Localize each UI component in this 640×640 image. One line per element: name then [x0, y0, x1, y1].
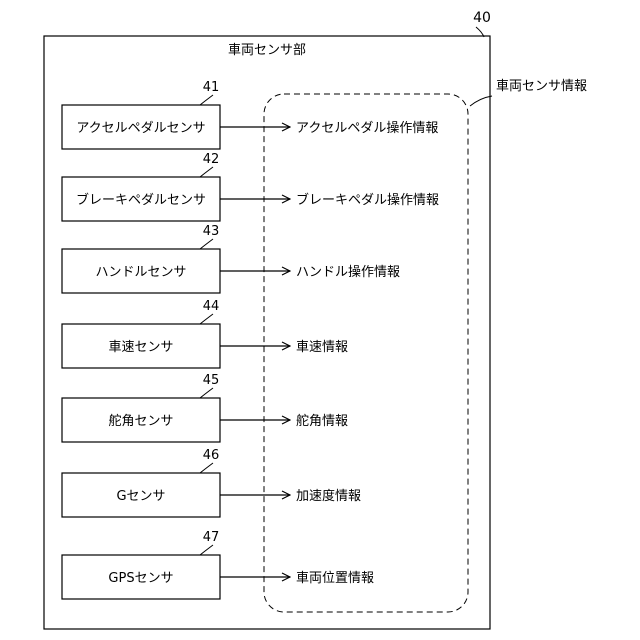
sensor-rows: アクセルペダルセンサ41アクセルペダル操作情報ブレーキペダルセンサ42ブレーキペ… [62, 80, 439, 599]
sensor-ref-leader-43 [200, 239, 213, 249]
sensor-ref-number-45: 45 [203, 373, 220, 388]
sensor-info-label-42: ブレーキペダル操作情報 [296, 192, 439, 208]
sensor-label-43: ハンドルセンサ [95, 265, 186, 280]
sensor-ref-number-44: 44 [203, 299, 220, 314]
sensor-ref-leader-44 [200, 314, 213, 324]
sensor-ref-leader-42 [200, 167, 213, 177]
sensor-row-46: Gセンサ 46 加速度情報 [62, 448, 361, 517]
sensor-label-44: 車速センサ [108, 340, 173, 355]
sensor-info-group-label: 車両センサ情報 [496, 79, 587, 94]
sensor-ref-number-43: 43 [203, 224, 220, 239]
sensor-ref-leader-45 [200, 388, 213, 398]
sensor-info-label-46: 加速度情報 [296, 488, 361, 504]
sensor-info-label-47: 車両位置情報 [296, 571, 374, 586]
sensor-ref-leader-46 [200, 463, 213, 473]
sensor-info-label-45: 舵角情報 [296, 414, 348, 429]
sensor-label-46: Gセンサ [116, 489, 165, 504]
sensor-info-label-44: 車速情報 [296, 340, 348, 355]
sensor-row-44: 車速センサ 44 車速情報 [62, 299, 348, 368]
sensor-row-41: アクセルペダルセンサ 41 アクセルペダル操作情報 [62, 80, 438, 149]
sensor-ref-number-41: 41 [203, 80, 220, 95]
sensor-info-label-41: アクセルペダル操作情報 [296, 120, 438, 136]
sensor-ref-leader-41 [200, 95, 213, 105]
sensor-row-43: ハンドルセンサ 43 ハンドル操作情報 [62, 224, 400, 293]
unit-ref-number: 40 [473, 10, 491, 26]
sensor-info-label-43: ハンドル操作情報 [296, 264, 400, 280]
sensor-info-group [264, 94, 468, 612]
sensor-row-42: ブレーキペダルセンサ 42 ブレーキペダル操作情報 [62, 152, 439, 221]
sensor-label-41: アクセルペダルセンサ [76, 121, 205, 136]
sensor-row-45: 舵角センサ 45 舵角情報 [62, 373, 348, 442]
sensor-ref-number-47: 47 [203, 530, 220, 545]
sensor-label-47: GPSセンサ [108, 571, 173, 586]
vehicle-sensor-unit-title: 車両センサ部 [228, 43, 306, 58]
sensor-row-47: GPSセンサ 47 車両位置情報 [62, 530, 374, 599]
sensor-ref-number-42: 42 [203, 152, 220, 167]
sensor-label-45: 舵角センサ [108, 414, 173, 429]
sensor-ref-leader-47 [200, 545, 213, 555]
sensor-info-group-leader [470, 96, 492, 106]
sensor-label-42: ブレーキペダルセンサ [76, 192, 206, 208]
sensor-ref-number-46: 46 [203, 448, 220, 463]
